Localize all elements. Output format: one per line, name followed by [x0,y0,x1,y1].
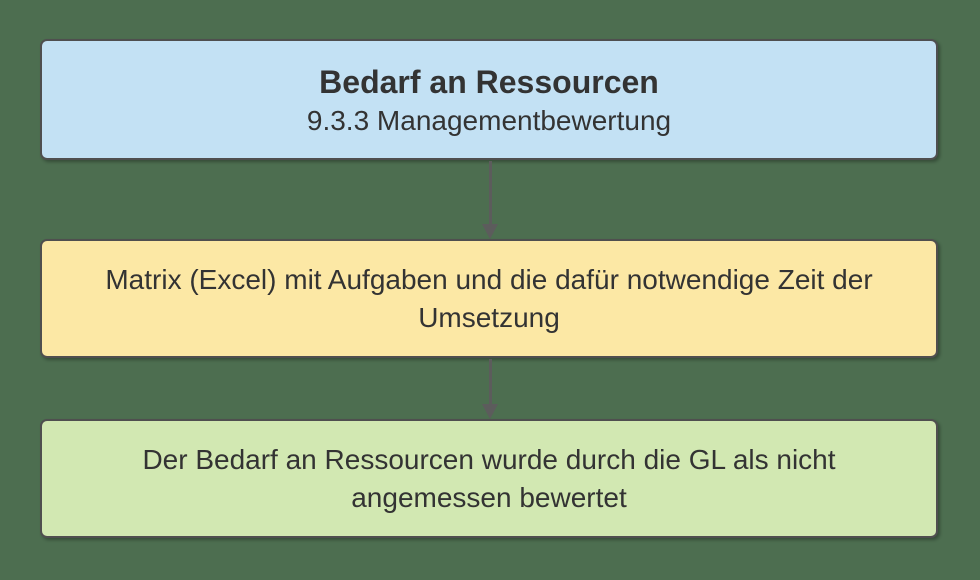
arrow-down-2 [482,359,498,419]
arrow-head-icon [482,224,498,239]
node-title: Bedarf an Ressourcen [319,63,659,100]
arrow-down-1 [482,161,498,239]
node-text-line: Matrix (Excel) mit Aufgaben und die dafü… [105,263,873,295]
node-text-line: Umsetzung [418,301,560,333]
node-text-line: Der Bedarf an Ressourcen wurde durch die… [142,443,836,475]
node-text-line: angemessen bewertet [351,481,627,513]
node-subtitle: 9.3.3 Managementbewertung [306,104,672,136]
arrow-head-icon [482,404,498,419]
node-matrix-excel: Matrix (Excel) mit Aufgaben und die dafü… [40,239,938,358]
arrow-line [488,161,492,224]
node-gl-bewertung: Der Bedarf an Ressourcen wurde durch die… [40,419,938,538]
arrow-line [488,359,492,404]
node-bedarf-an-ressourcen: Bedarf an Ressourcen 9.3.3 Managementbew… [40,39,938,160]
